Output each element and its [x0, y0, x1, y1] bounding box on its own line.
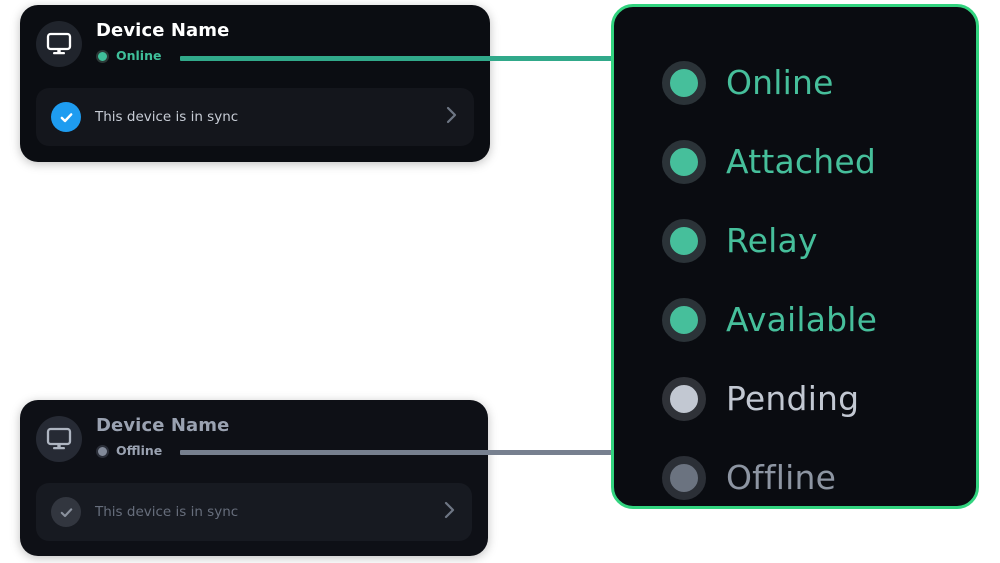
sync-status-row[interactable]: This device is in sync — [36, 483, 472, 541]
legend-label: Attached — [726, 141, 877, 181]
status-dot-icon — [662, 218, 706, 263]
device-status: Online — [96, 48, 229, 64]
legend-item-relay[interactable]: Relay — [614, 201, 976, 280]
status-label: Offline — [116, 443, 163, 458]
status-dot-icon — [662, 297, 706, 342]
offline-device-card[interactable]: Device Name Offline This device is in sy… — [20, 400, 488, 556]
status-legend-panel: Online Attached Relay Available Pending … — [611, 4, 979, 509]
card-header: Device Name Offline — [36, 414, 472, 476]
legend-item-offline[interactable]: Offline — [614, 438, 976, 517]
legend-label: Pending — [726, 378, 860, 418]
online-connector-line — [180, 56, 617, 61]
chevron-right-icon[interactable] — [445, 105, 458, 129]
device-name-label: Device Name — [96, 20, 230, 41]
chevron-right-icon[interactable] — [443, 500, 456, 524]
monitor-icon — [36, 416, 82, 462]
device-name-label: Device Name — [96, 415, 230, 436]
status-dot-icon — [662, 139, 706, 184]
legend-item-available[interactable]: Available — [614, 280, 976, 359]
legend-item-online[interactable]: Online — [614, 43, 976, 122]
status-dot-icon — [662, 60, 706, 105]
legend-label: Relay — [726, 220, 818, 260]
status-label: Online — [116, 48, 162, 63]
offline-connector-line — [180, 450, 617, 455]
check-circle-icon — [51, 497, 81, 527]
sync-status-row[interactable]: This device is in sync — [36, 88, 474, 146]
legend-label: Online — [726, 62, 834, 102]
sync-status-label: This device is in sync — [95, 504, 239, 520]
online-device-card[interactable]: Device Name Online This device is in syn… — [20, 5, 490, 162]
status-dot-icon — [96, 444, 109, 458]
status-dot-icon — [96, 49, 109, 63]
legend-label: Available — [726, 299, 878, 339]
card-head-text: Device Name Offline — [96, 414, 229, 459]
status-dot-icon — [662, 455, 706, 500]
monitor-icon — [36, 21, 82, 67]
legend-item-attached[interactable]: Attached — [614, 122, 976, 201]
legend-item-pending[interactable]: Pending — [614, 359, 976, 438]
device-status: Offline — [96, 443, 229, 459]
legend-label: Offline — [726, 457, 837, 497]
status-dot-icon — [662, 376, 706, 421]
card-head-text: Device Name Online — [96, 19, 229, 64]
check-circle-icon — [51, 102, 81, 132]
card-header: Device Name Online — [36, 19, 474, 81]
sync-status-label: This device is in sync — [95, 109, 239, 125]
